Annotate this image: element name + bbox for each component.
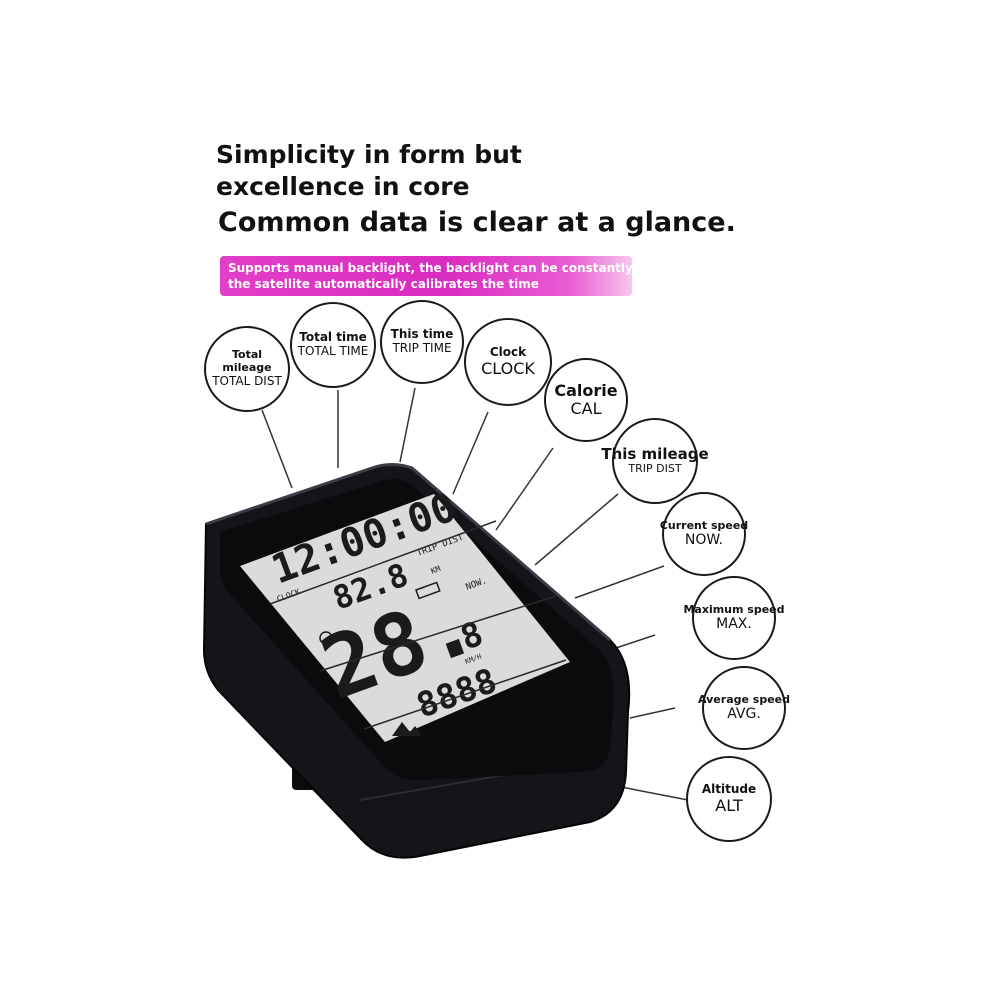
bubble-total-dist: Total mileage TOTAL DIST [204,326,290,412]
bubble-avg-speed-code: AVG. [727,706,761,723]
bubble-trip-time-code: TRIP TIME [392,341,452,355]
bubble-calorie-label: Calorie [554,380,618,400]
bubble-max-speed-code: MAX. [716,616,752,633]
headline-line-2: excellence in core [216,172,470,201]
gps-computer [202,463,631,859]
lcd-km-label: KM [430,564,442,576]
bubble-total-dist-label: Total mileage [222,348,272,375]
bubble-clock-label: Clock [489,344,527,359]
bubble-total-time-label: Total time [299,330,367,345]
bubble-trip-dist-code: TRIP DIST [628,462,682,476]
bubble-calorie-code: CAL [570,399,602,418]
banner-line-2: the satellite automatically calibrates t… [228,277,539,291]
bubble-trip-time: This time TRIP TIME [380,300,464,384]
battery-icon [415,581,441,600]
headline-line-3: Common data is clear at a glance. [218,207,736,238]
leader-lines [261,387,689,801]
bubble-calorie: Calorie CAL [544,358,628,442]
lcd-screen [240,494,570,742]
bubble-current-speed: Current speed NOW. [659,492,749,576]
bubble-altitude-label: Altitude [701,781,757,796]
bubble-total-dist-code: TOTAL DIST [212,373,282,388]
bubble-max-speed: Maximum speed MAX. [683,576,785,660]
bubble-clock-code: CLOCK [481,358,535,378]
bubble-trip-dist-label: This mileage [601,445,709,464]
bubble-current-speed-label: Current speed [659,518,749,532]
bubble-clock: Clock CLOCK [464,318,552,406]
bubble-max-speed-label: Maximum speed [683,602,785,616]
bubble-avg-speed: Average speed AVG. [698,666,790,750]
bubble-altitude: Altitude ALT [686,756,772,842]
banner-line-1: Supports manual backlight, the backlight… [228,261,685,275]
bubble-total-time: Total time TOTAL TIME [290,302,376,388]
altitude-icon [392,722,422,736]
bubble-altitude-code: ALT [715,795,743,815]
headline-line-1: Simplicity in form but [216,140,522,169]
bubble-avg-speed-label: Average speed [698,692,790,706]
bubble-trip-time-label: This time [390,327,454,342]
satellite-icon [319,631,333,645]
backlight-banner: Supports manual backlight, the backlight… [220,256,685,296]
bubble-current-speed-code: NOW. [684,532,724,549]
bubble-trip-dist: This mileage TRIP DIST [601,418,709,504]
bubble-total-time-code: TOTAL TIME [297,344,369,358]
